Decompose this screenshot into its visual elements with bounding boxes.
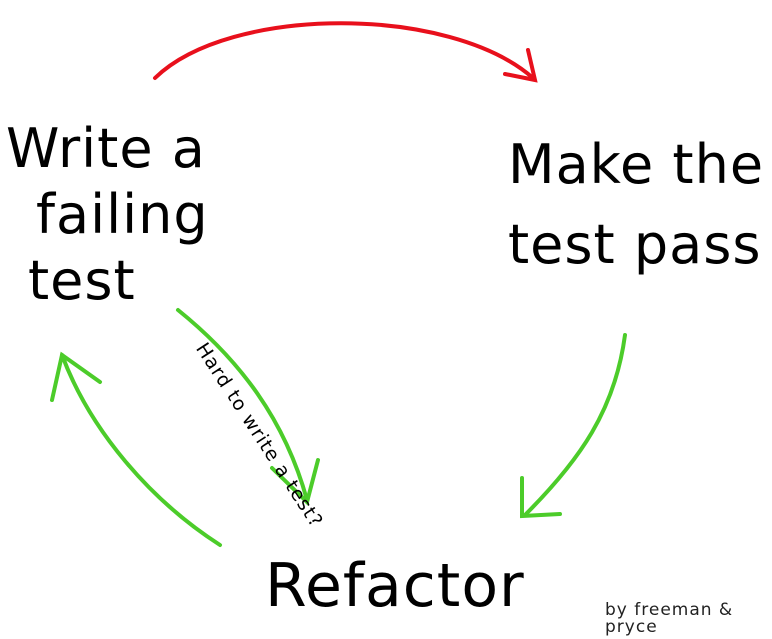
step-pass-line-1: Make the: [508, 133, 765, 196]
green-arrow-refactor-to-test: [50, 351, 222, 547]
step-write-line-3: test: [28, 249, 136, 312]
step-pass-line-2: test pass: [508, 213, 762, 276]
step-write-line-1: Write a: [6, 117, 206, 180]
green-arrow-pass-to-refactor: [520, 333, 627, 519]
step-refactor: Refactor: [265, 551, 525, 621]
step-make-test-pass: Make the test pass: [508, 138, 764, 298]
credit-text: by freeman & pryce: [605, 600, 734, 637]
green-arrow-test-to-refactor: [176, 308, 320, 506]
step-write-line-2: failing: [36, 183, 209, 246]
step-write-failing-test: Write a failing test: [6, 122, 209, 320]
red-arrow-write-to-pass: [153, 21, 538, 83]
